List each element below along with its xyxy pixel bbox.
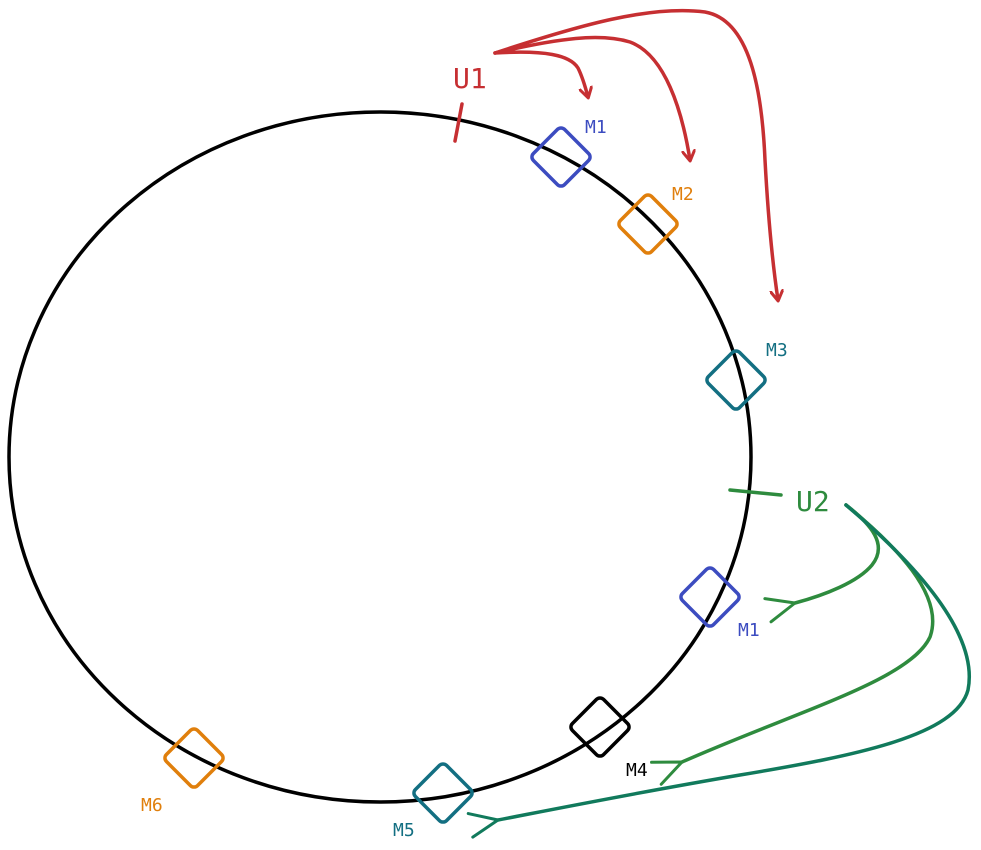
node-m2-diamond <box>617 193 679 255</box>
node-m2-label: M2 <box>672 184 694 205</box>
node-m1-top <box>530 126 592 188</box>
node-m1-top-label: M1 <box>585 117 607 138</box>
node-m5-label: M5 <box>393 820 415 841</box>
node-m4 <box>569 696 631 758</box>
node-m5 <box>412 762 474 824</box>
user-u2-label: U2 <box>796 485 830 518</box>
u1-arrow-to-m3 <box>493 8 778 300</box>
hash-ring <box>7 110 753 804</box>
node-m6-label: M6 <box>141 795 163 816</box>
node-m3 <box>705 349 767 411</box>
node-m2 <box>617 193 679 255</box>
u2-arrow-to-m4 <box>650 503 935 786</box>
node-m4-label: M4 <box>626 760 648 781</box>
node-m1-top-diamond <box>530 126 592 188</box>
node-m3-label: M3 <box>766 340 788 361</box>
node-m6 <box>163 727 225 789</box>
u2-ring-tick <box>728 488 783 497</box>
node-m4-diamond <box>569 696 631 758</box>
u1-ring-tick <box>453 102 464 143</box>
node-m1-bottom <box>679 566 741 628</box>
u2-arrow-to-m5 <box>466 503 972 839</box>
node-m3-diamond <box>705 349 767 411</box>
node-m1-bottom-diamond <box>679 566 741 628</box>
node-m5-diamond <box>412 762 474 824</box>
u1-arrow-to-m2 <box>493 35 690 160</box>
node-m1-bottom-label: M1 <box>738 620 760 641</box>
user-u1-label: U1 <box>453 62 487 95</box>
u1-arrow-to-m1 <box>493 50 588 97</box>
node-m6-diamond <box>163 727 225 789</box>
